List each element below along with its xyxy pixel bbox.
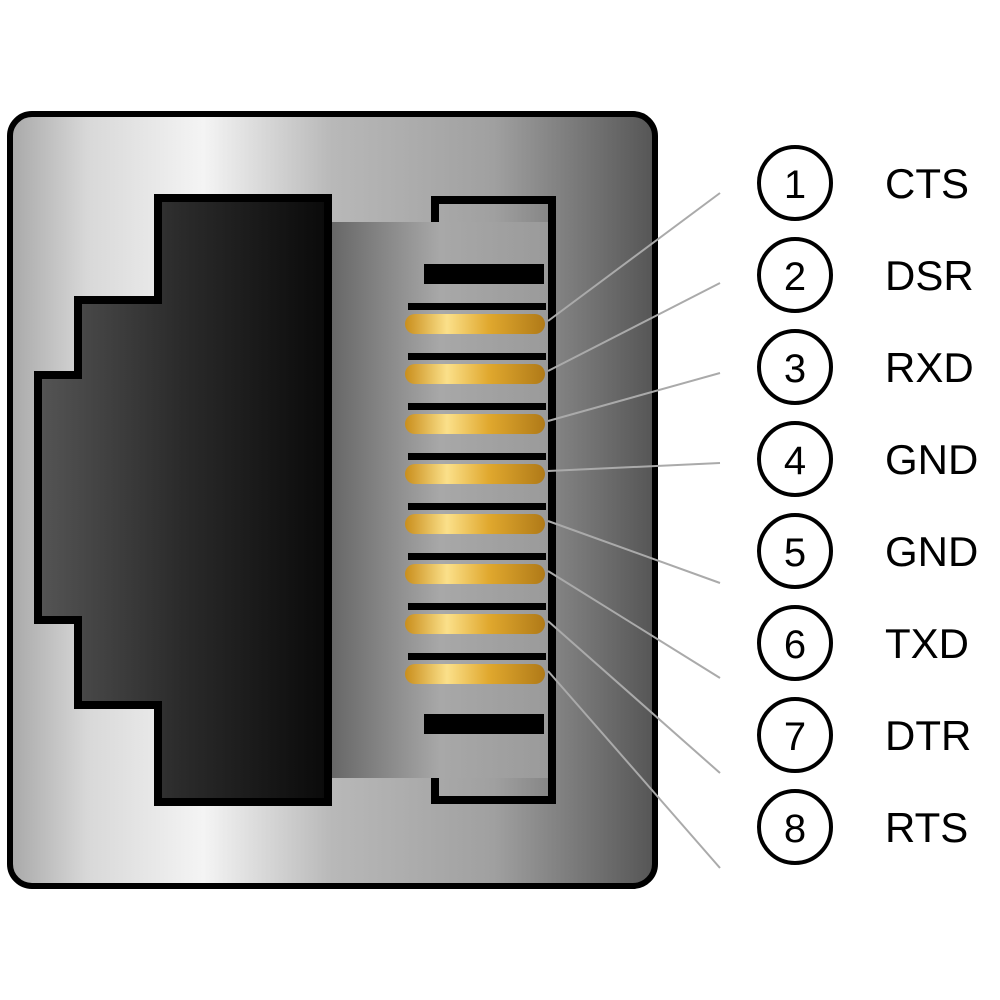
pin-number-circle <box>757 789 833 865</box>
pin-number-circle <box>757 145 833 221</box>
gold-contact-pin-8 <box>405 664 545 684</box>
pin-number: 5 <box>784 531 806 575</box>
pin-number: 2 <box>784 255 806 299</box>
leader-line <box>547 192 721 322</box>
pin-number: 4 <box>784 439 806 483</box>
gold-contact-pin-1 <box>405 314 545 334</box>
pin-number: 1 <box>784 163 806 207</box>
pin-number-circle <box>757 697 833 773</box>
pin-signal-label: DTR <box>885 712 971 759</box>
latch-opening <box>34 194 332 806</box>
pin-signal-label: RTS <box>885 804 968 851</box>
gold-contact-pin-7 <box>405 614 545 634</box>
leader-line <box>547 570 721 679</box>
pin-signal-label: DSR <box>885 252 974 299</box>
pin-number-circle <box>757 329 833 405</box>
pin-separator <box>408 653 546 660</box>
pin-signal-label: GND <box>885 528 978 575</box>
pin-number: 6 <box>784 623 806 667</box>
pin-number-circle <box>757 513 833 589</box>
gold-contact-pin-6 <box>405 564 545 584</box>
pin-number-circle <box>757 605 833 681</box>
pin-number-circle <box>757 421 833 497</box>
pin-signal-label: TXD <box>885 620 969 667</box>
pin-number: 8 <box>784 807 806 851</box>
blank-slot-top <box>424 264 544 284</box>
pin-number: 3 <box>784 347 806 391</box>
pin-signal-label: RXD <box>885 344 974 391</box>
leader-line <box>547 462 721 472</box>
pin-separator <box>408 553 546 560</box>
leader-line <box>547 620 721 774</box>
gold-contact-pin-3 <box>405 414 545 434</box>
leader-line <box>547 282 721 372</box>
pin-separator <box>408 353 546 360</box>
pin-number-circle <box>757 237 833 313</box>
pin-signal-label: GND <box>885 436 978 483</box>
gold-contact-pin-5 <box>405 514 545 534</box>
leader-line <box>547 372 721 422</box>
gold-contact-pin-2 <box>405 364 545 384</box>
leader-line <box>547 520 721 584</box>
contact-frame <box>431 196 556 804</box>
pin-signal-label: CTS <box>885 160 969 207</box>
contact-pins <box>405 303 546 684</box>
gold-contact-pin-4 <box>405 464 545 484</box>
pin-separator <box>408 403 546 410</box>
leader-line <box>547 670 721 869</box>
pin-separator <box>408 603 546 610</box>
pin-separator <box>408 453 546 460</box>
pin-separator <box>408 303 546 310</box>
blank-slot-bottom <box>424 714 544 734</box>
pin-number: 7 <box>784 715 806 759</box>
leader-lines <box>547 192 721 869</box>
pin-separator <box>408 503 546 510</box>
